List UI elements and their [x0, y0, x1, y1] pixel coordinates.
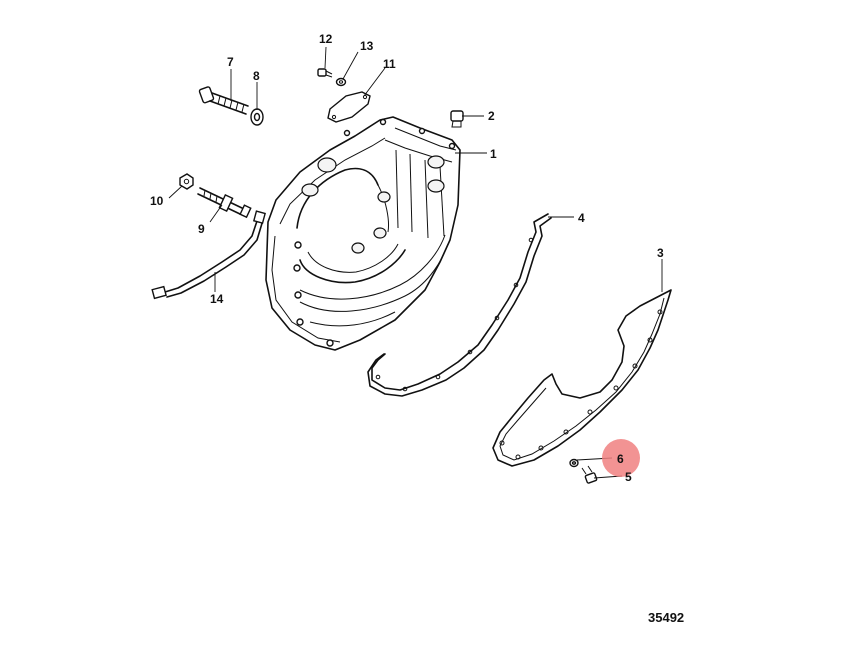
callout-9[interactable]: 9	[198, 222, 205, 236]
plug-part	[450, 110, 464, 128]
callout-11[interactable]: 11	[383, 57, 396, 71]
screw-washer-parts	[569, 458, 598, 484]
diagram-reference-number: 35492	[648, 610, 684, 625]
callout-10[interactable]: 10	[150, 194, 164, 208]
fitting-part	[197, 187, 252, 219]
callout-5[interactable]: 5	[625, 470, 632, 484]
cover-plate-part	[492, 289, 672, 467]
callout-3[interactable]: 3	[657, 246, 664, 260]
small-screw-part	[317, 68, 333, 78]
callout-13[interactable]: 13	[360, 39, 374, 53]
highlight-marker[interactable]	[602, 439, 640, 477]
leader-lines	[168, 46, 663, 479]
small-washer-part	[335, 77, 347, 87]
callout-8[interactable]: 8	[253, 69, 260, 83]
hose-part	[151, 210, 266, 300]
bolt-part	[198, 86, 249, 115]
gasket-part	[367, 213, 552, 397]
nut-part	[179, 173, 194, 190]
callout-7[interactable]: 7	[227, 55, 234, 69]
callout-6[interactable]: 6	[617, 452, 624, 466]
callout-14[interactable]: 14	[210, 292, 224, 306]
callout-labels: 12 13 11 7 8 2 1 10 9 14 4 3 6 5	[150, 32, 664, 484]
callout-1[interactable]: 1	[490, 147, 497, 161]
access-cover-part	[327, 91, 371, 123]
callout-2[interactable]: 2	[488, 109, 495, 123]
callout-4[interactable]: 4	[578, 211, 585, 225]
flywheel-housing	[265, 116, 461, 351]
callout-12[interactable]: 12	[319, 32, 333, 46]
washer-part	[250, 108, 264, 126]
